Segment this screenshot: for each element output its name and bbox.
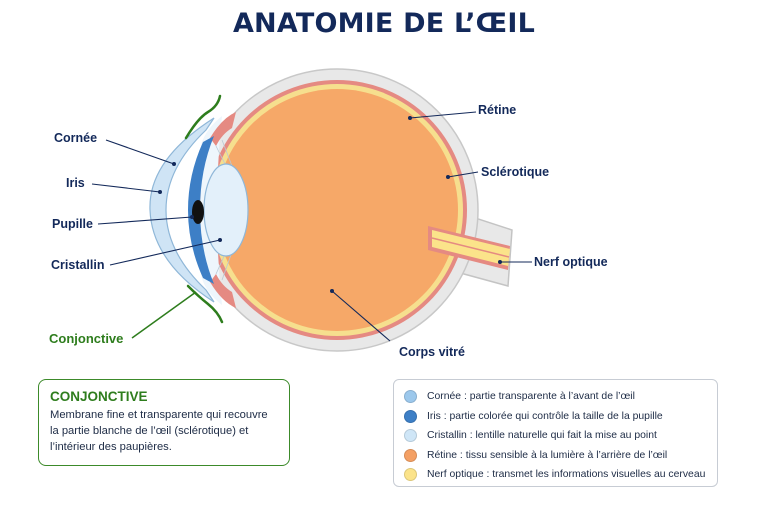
conjunctiva-leader — [131, 291, 197, 339]
vitreous-body — [216, 89, 458, 331]
legend-item-lens: Cristallin : lentille naturelle qui fait… — [404, 426, 717, 446]
ciliary-body-bottom — [210, 274, 236, 308]
legend-item-retina: Rétine : tissu sensible à la lumière à l… — [404, 446, 717, 466]
legend-text: Iris : partie colorée qui contrôle la ta… — [427, 410, 663, 422]
legend-swatch-icon — [404, 429, 417, 443]
legend-swatch-icon — [404, 390, 417, 404]
conjunctiva-bottom — [186, 284, 224, 324]
conjunctiva-info-box: CONJONCTIVE Membrane fine et transparent… — [38, 379, 290, 466]
legend-swatch-icon — [404, 409, 417, 423]
pupil — [192, 200, 204, 224]
label-iris: Iris — [66, 176, 85, 190]
legend-item-cornea: Cornée : partie transparente à l’avant d… — [404, 387, 717, 407]
conjunctiva-box-title: CONJONCTIVE — [50, 389, 148, 404]
cornea — [149, 117, 215, 303]
conjunctiva-box-line: Membrane fine et transparente qui recouv… — [50, 409, 268, 421]
page-title: ANATOMIE DE L’ŒIL — [232, 8, 536, 39]
iris — [188, 136, 214, 284]
legend-item-iris: Iris : partie colorée qui contrôle la ta… — [404, 407, 717, 427]
legend-text: Nerf optique : transmet les informations… — [427, 469, 706, 481]
legend-text: Cornée : partie transparente à l’avant d… — [427, 391, 635, 403]
leader-dots — [158, 116, 502, 293]
label-retina: Rétine — [478, 103, 516, 117]
label-pupil: Pupille — [52, 217, 93, 231]
label-vitreous: Corps vitré — [399, 345, 465, 359]
ciliary-body-top — [210, 112, 236, 146]
label-lens: Cristallin — [51, 258, 105, 272]
optic-nerve-fiber — [431, 237, 510, 258]
legend-swatch-icon — [404, 448, 417, 462]
lens — [203, 163, 249, 257]
conjunctiva-top — [184, 94, 222, 140]
leader-lines — [91, 111, 532, 342]
label-conjunctiva: Conjonctive — [49, 331, 123, 346]
conjunctiva-box-text: Membrane fine et transparente qui recouv… — [50, 407, 279, 455]
conjunctiva-box-line: l’intérieur des paupières. — [50, 441, 172, 453]
legend: Cornée : partie transparente à l’avant d… — [393, 379, 718, 487]
legend-item-optic-nerve: Nerf optique : transmet les informations… — [404, 465, 717, 485]
label-cornea: Cornée — [54, 131, 97, 145]
legend-text: Rétine : tissu sensible à la lumière à l… — [427, 449, 668, 461]
legend-swatch-icon — [404, 468, 417, 482]
label-sclera: Sclérotique — [481, 165, 549, 179]
conjunctiva-box-line: la partie blanche de l’œil (sclérotique)… — [50, 425, 249, 437]
label-optic-nerve: Nerf optique — [534, 255, 608, 269]
legend-text: Cristallin : lentille naturelle qui fait… — [427, 430, 657, 442]
